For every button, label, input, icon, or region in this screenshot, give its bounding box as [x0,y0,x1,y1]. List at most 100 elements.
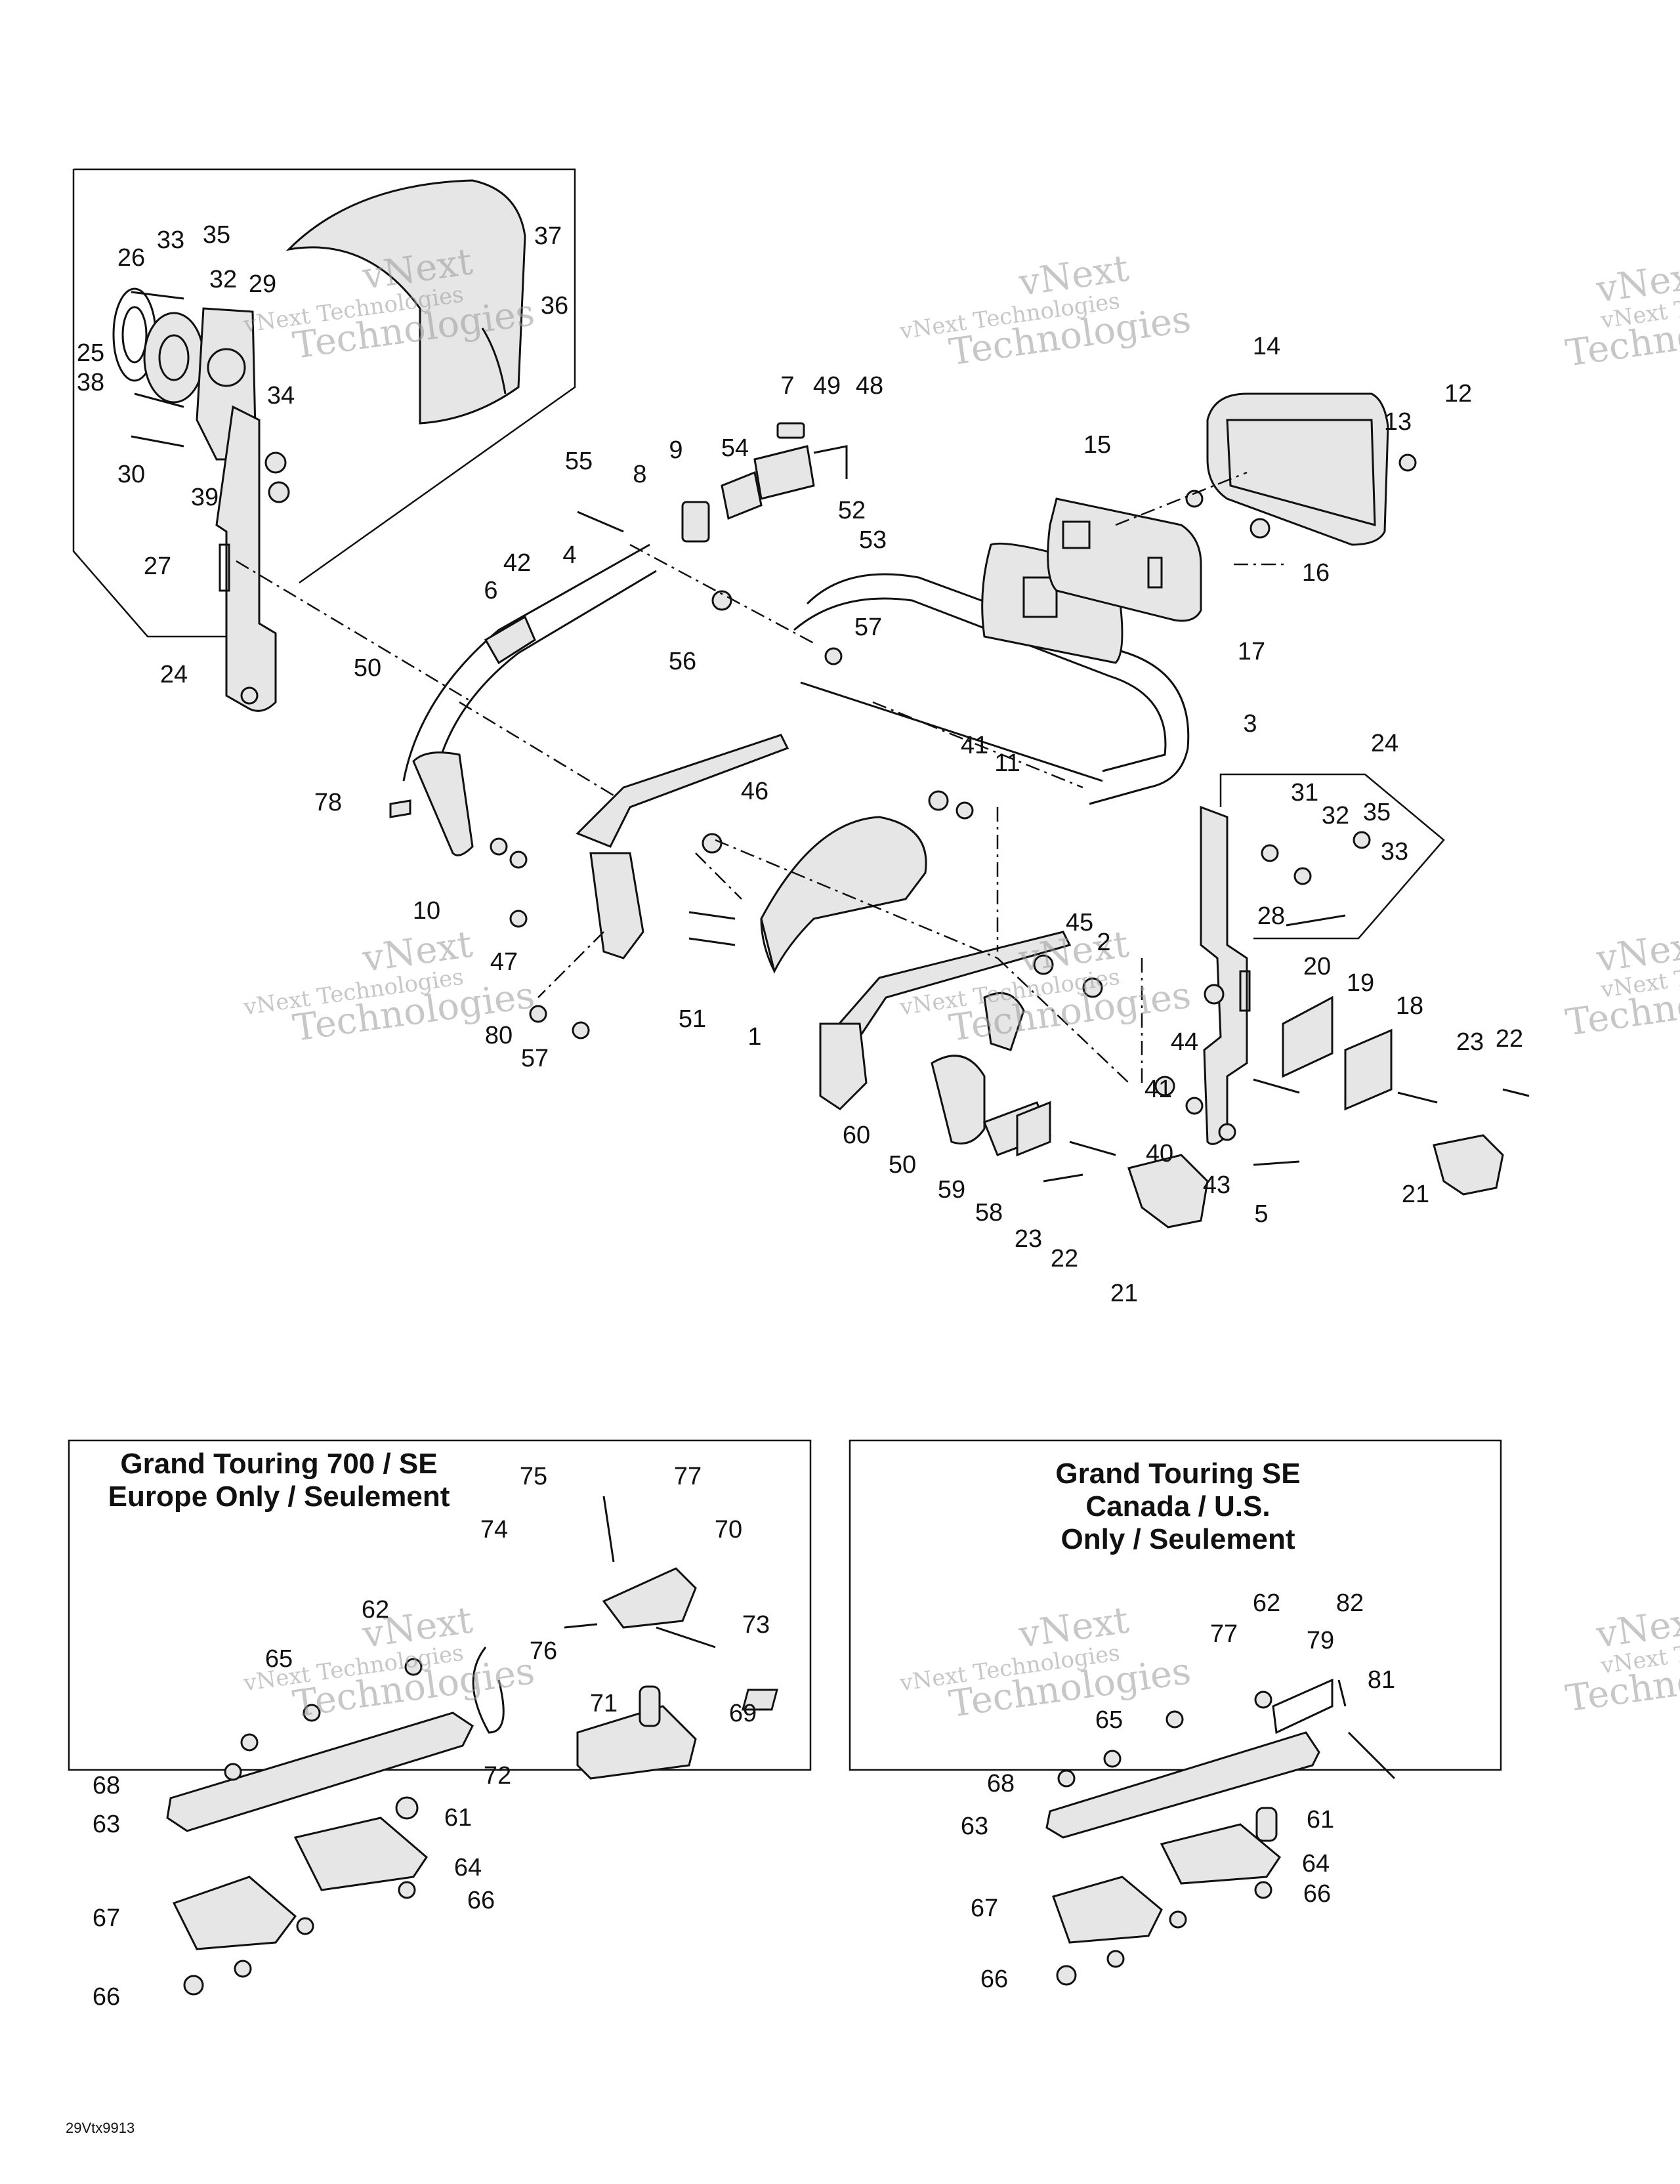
callout-46: 46 [741,778,768,805]
callout-1: 1 [747,1023,761,1051]
callout-7: 7 [780,372,794,400]
callout-12: 12 [1444,380,1472,408]
callout-38: 38 [77,369,104,396]
callout-68: 68 [93,1772,120,1799]
callout-43: 43 [1203,1171,1230,1199]
callout-64: 64 [1302,1850,1330,1878]
callout-21: 21 [1402,1181,1429,1208]
callout-24: 24 [1371,730,1398,757]
callout-69: 69 [729,1700,757,1727]
callout-71: 71 [590,1690,618,1717]
callout-58: 58 [975,1199,1003,1227]
callout-80: 80 [485,1022,513,1049]
canada-title-line2: Canada / U.S. [1085,1490,1270,1522]
callout-62: 62 [1253,1589,1280,1617]
bracket-27 [215,405,290,712]
callout-32: 32 [209,266,237,293]
callout-5: 5 [1254,1200,1268,1228]
callout-18: 18 [1396,992,1423,1020]
callout-67: 67 [971,1895,998,1922]
callout-11: 11 [994,749,1020,777]
callout-75: 75 [520,1463,547,1490]
switch-group [681,422,848,543]
callout-76: 76 [530,1637,557,1665]
callout-79: 79 [1307,1627,1334,1654]
callout-74: 74 [480,1516,508,1544]
callout-55: 55 [565,448,593,475]
callout-41: 41 [961,732,988,759]
callout-10: 10 [413,897,440,925]
callout-57: 57 [854,614,882,641]
callout-23: 23 [1456,1028,1484,1056]
callout-39: 39 [191,484,219,511]
callout-65: 65 [265,1645,293,1673]
callout-44: 44 [1171,1028,1198,1056]
callout-60: 60 [843,1122,870,1149]
callout-68: 68 [987,1770,1015,1797]
callout-20: 20 [1303,953,1331,980]
callout-62: 62 [362,1596,389,1624]
callout-29: 29 [249,270,276,298]
callout-27: 27 [144,553,171,580]
callout-36: 36 [541,292,568,320]
callout-66: 66 [1303,1880,1331,1908]
callout-37: 37 [534,222,562,250]
callout-72: 72 [484,1762,511,1790]
callout-41: 41 [1144,1076,1172,1103]
callout-32: 32 [1322,802,1349,830]
callout-66: 66 [467,1887,495,1914]
callout-77: 77 [1210,1620,1238,1648]
canada-title-line3: Only / Seulement [1061,1523,1295,1555]
callout-25: 25 [77,339,104,367]
callout-63: 63 [961,1813,988,1840]
taillight [1206,392,1389,546]
callout-73: 73 [742,1611,770,1639]
callout-30: 30 [117,461,145,488]
callout-77: 77 [674,1463,702,1490]
callout-23: 23 [1015,1225,1042,1253]
callout-40: 40 [1146,1140,1173,1167]
callout-50: 50 [889,1151,916,1179]
europe-title-line2: Europe Only / Seulement [108,1480,450,1513]
callout-78: 78 [314,789,342,816]
callout-61: 61 [444,1804,472,1832]
callout-65: 65 [1095,1706,1123,1734]
callout-52: 52 [838,497,866,524]
callout-24: 24 [160,661,188,688]
callout-81: 81 [1368,1666,1395,1694]
callout-6: 6 [484,577,497,604]
callout-64: 64 [454,1854,482,1881]
callout-33: 33 [1381,838,1408,866]
drawing-code: 29Vtx9913 [66,2120,135,2136]
fasteners [389,453,1530,1183]
callout-35: 35 [1363,799,1391,826]
callout-63: 63 [93,1811,120,1838]
callout-34: 34 [267,382,295,410]
callout-3: 3 [1243,710,1257,738]
callout-28: 28 [1257,902,1285,930]
callout-19: 19 [1347,969,1374,997]
callout-16: 16 [1302,559,1330,587]
callout-35: 35 [203,221,230,249]
callout-9: 9 [669,436,682,464]
callout-82: 82 [1336,1589,1364,1617]
canada-title-line1: Grand Touring SE [1055,1458,1300,1490]
callout-53: 53 [859,526,887,554]
callout-54: 54 [721,434,749,462]
assembly-lines [236,471,1286,1083]
callout-66: 66 [93,1983,120,2011]
callout-4: 4 [562,541,576,569]
callout-2: 2 [1097,929,1110,956]
box-titles: Grand Touring 700 / SE Europe Only / Seu… [108,1448,1301,1555]
callout-57: 57 [521,1045,549,1072]
callout-45: 45 [1066,909,1093,936]
callout-49: 49 [813,372,841,400]
callout-33: 33 [157,226,184,254]
side-rails [576,734,1072,1110]
watermarks: vNext vNext Technologies Technologies vN… [242,240,1680,1726]
callout-14: 14 [1253,333,1280,360]
canada-box [742,1439,1502,1986]
inset-frame [72,168,576,638]
